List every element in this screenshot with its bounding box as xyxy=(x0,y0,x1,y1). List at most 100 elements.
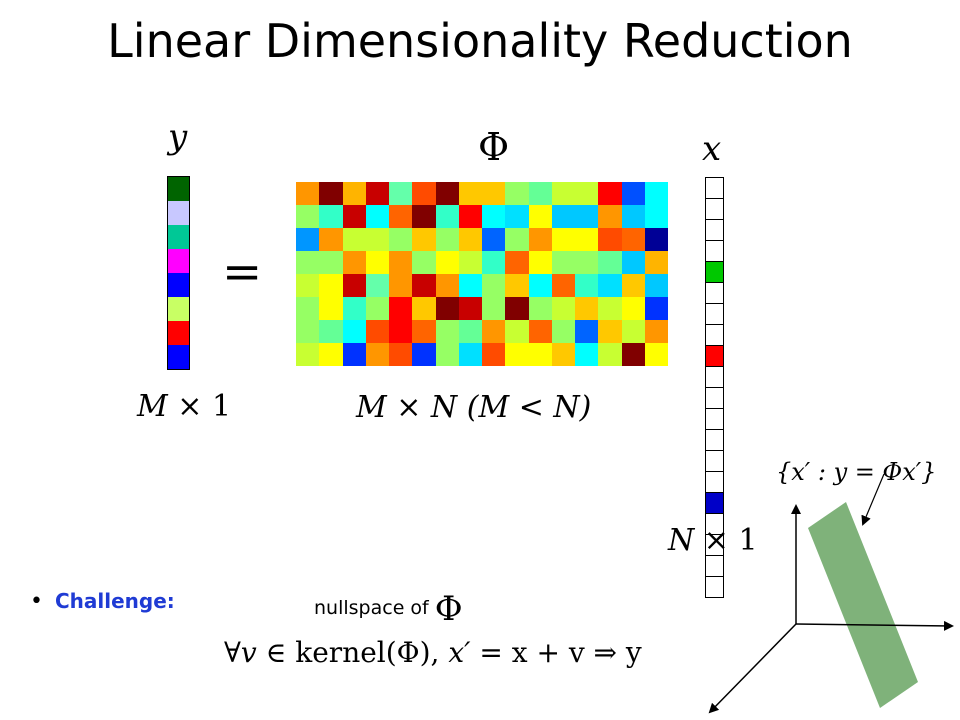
phi-matrix-cell xyxy=(458,274,482,297)
phi-matrix-cell xyxy=(319,297,343,320)
phi-matrix-cell xyxy=(365,320,389,343)
phi-matrix-cell xyxy=(575,274,599,297)
phi-matrix-cell xyxy=(551,274,575,297)
phi-matrix-cell xyxy=(435,182,459,205)
phi-matrix-cell xyxy=(342,297,366,320)
x-vector-cell xyxy=(705,240,724,262)
x-vector xyxy=(705,177,724,598)
x-vector-cell xyxy=(705,261,724,283)
x-vector-cell xyxy=(705,177,724,199)
phi-matrix-cell xyxy=(505,297,529,320)
phi-matrix-cell xyxy=(528,343,552,366)
phi-matrix-cell xyxy=(458,343,482,366)
phi-matrix-cell xyxy=(598,320,622,343)
phi-matrix-cell xyxy=(644,343,668,366)
nullspace-phi: Φ xyxy=(434,589,463,629)
phi-matrix-cell xyxy=(389,205,413,228)
phi-matrix-cell xyxy=(412,274,436,297)
slide-title: Linear Dimensionality Reduction xyxy=(107,14,853,68)
phi-matrix-cell xyxy=(575,228,599,251)
y-dims-m: M xyxy=(137,389,168,424)
phi-matrix-cell xyxy=(412,205,436,228)
phi-matrix-cell xyxy=(389,251,413,274)
phi-matrix-cell xyxy=(621,182,645,205)
challenge-bullet: • Challenge: xyxy=(30,584,175,618)
phi-matrix-cell xyxy=(621,343,645,366)
phi-matrix-cell xyxy=(412,320,436,343)
phi-matrix-cell xyxy=(575,251,599,274)
phi-matrix-cell xyxy=(389,182,413,205)
phi-matrix-cell xyxy=(412,343,436,366)
phi-matrix-cell xyxy=(458,228,482,251)
set-label: {x′ : y = Φx′} xyxy=(776,458,937,486)
phi-matrix-cell xyxy=(482,251,506,274)
phi-matrix-cell xyxy=(528,274,552,297)
x-vector-cell xyxy=(705,303,724,325)
phi-matrix-cell xyxy=(621,320,645,343)
phi-matrix-cell xyxy=(319,251,343,274)
phi-matrix-cell xyxy=(528,320,552,343)
phi-matrix-cell xyxy=(505,343,529,366)
phi-matrix-cell xyxy=(575,320,599,343)
phi-matrix-cell xyxy=(365,251,389,274)
axis-x xyxy=(795,620,954,631)
phi-matrix-cell xyxy=(342,228,366,251)
x-symbol: x xyxy=(702,129,722,169)
y-vector-cell xyxy=(168,345,189,369)
phi-condition: (M < N) xyxy=(466,390,592,425)
nullspace-plane xyxy=(808,502,918,708)
phi-matrix-cell xyxy=(342,320,366,343)
phi-matrix-cell xyxy=(528,228,552,251)
phi-matrix-cell xyxy=(644,320,668,343)
phi-matrix-cell xyxy=(598,274,622,297)
phi-matrix-cell xyxy=(435,320,459,343)
phi-matrix-cell xyxy=(575,343,599,366)
x-dims-label: N × 1 xyxy=(668,526,758,556)
phi-matrix-cell xyxy=(319,320,343,343)
phi-matrix-cell xyxy=(528,251,552,274)
x-dims-rest: × 1 xyxy=(703,523,758,558)
eq-xprime: x′ xyxy=(448,636,471,669)
nullspace-diagram xyxy=(708,473,954,714)
phi-symbol: Φ xyxy=(478,125,510,169)
x-vector-cell xyxy=(705,324,724,346)
phi-matrix-cell xyxy=(482,182,506,205)
phi-matrix-cell xyxy=(412,182,436,205)
phi-matrix-cell xyxy=(365,205,389,228)
phi-matrix-cell xyxy=(319,228,343,251)
phi-matrix-cell xyxy=(389,320,413,343)
phi-matrix-cell xyxy=(458,182,482,205)
phi-matrix-cell xyxy=(435,297,459,320)
phi-matrix-cell xyxy=(482,228,506,251)
phi-matrix-cell xyxy=(342,343,366,366)
phi-matrix-cell xyxy=(528,297,552,320)
phi-matrix-cell xyxy=(482,343,506,366)
phi-dims-label: M × N (M < N) xyxy=(356,393,591,423)
phi-matrix-cell xyxy=(505,251,529,274)
x-vector-cell xyxy=(705,408,724,430)
phi-matrix-cell xyxy=(621,297,645,320)
phi-matrix-cell xyxy=(389,228,413,251)
phi-matrix-cell xyxy=(412,297,436,320)
phi-matrix-cell xyxy=(505,205,529,228)
phi-matrix-cell xyxy=(621,274,645,297)
phi-matrix-cell xyxy=(365,182,389,205)
phi-matrix-cell xyxy=(505,228,529,251)
phi-matrix-cell xyxy=(296,320,320,343)
phi-matrix-cell xyxy=(551,228,575,251)
phi-matrix-cell xyxy=(296,343,320,366)
phi-matrix-cell xyxy=(575,182,599,205)
kernel-equation: ∀v ∈ kernel(Φ), x′ = x + v ⇒ y xyxy=(224,636,642,669)
phi-matrix-cell xyxy=(435,251,459,274)
phi-matrix-cell xyxy=(575,205,599,228)
y-vector-cell xyxy=(168,321,189,345)
y-vector-cell xyxy=(168,201,189,225)
x-dims-n: N xyxy=(668,523,695,558)
phi-matrix-cell xyxy=(296,205,320,228)
phi-matrix-cell xyxy=(319,274,343,297)
phi-matrix-cell xyxy=(644,182,668,205)
phi-matrix-cell xyxy=(505,320,529,343)
phi-matrix-cell xyxy=(644,297,668,320)
phi-matrix-cell xyxy=(551,343,575,366)
phi-matrix-cell xyxy=(365,274,389,297)
